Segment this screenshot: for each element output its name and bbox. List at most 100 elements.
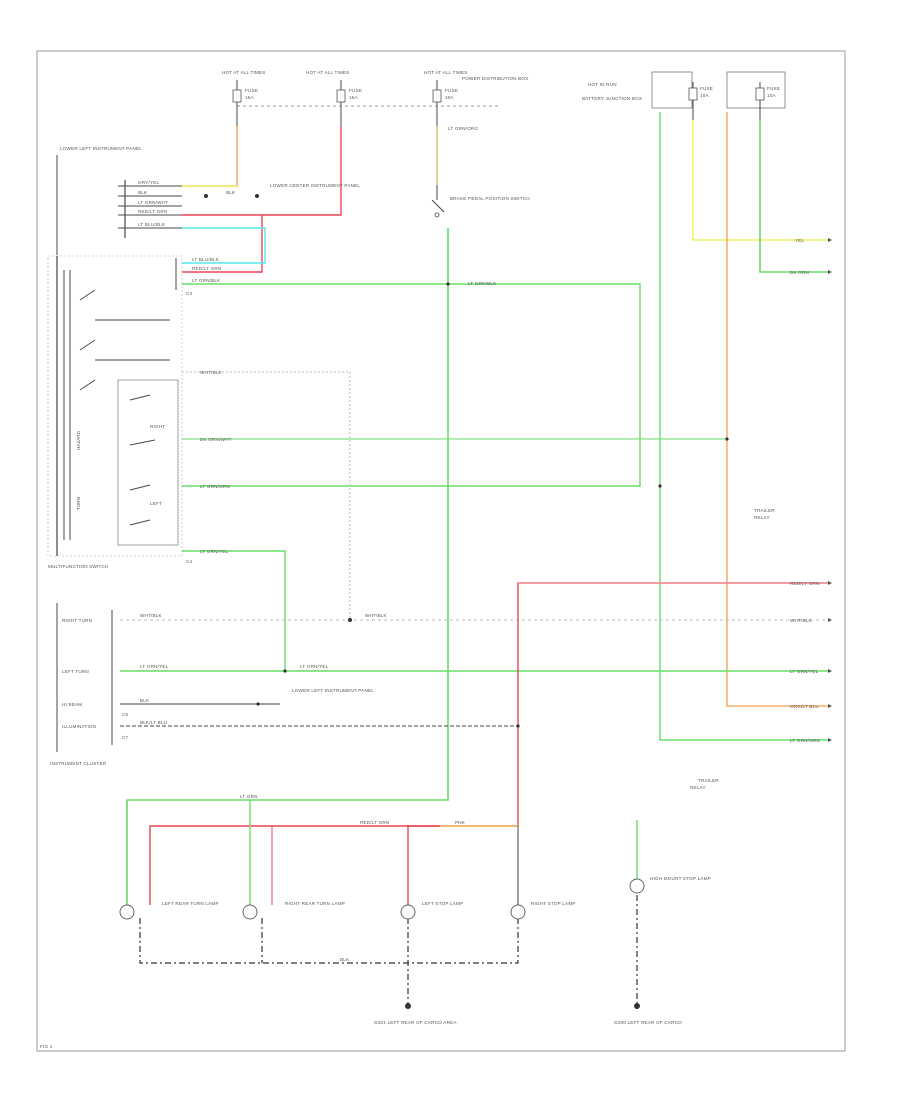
- wire-label: WHT/BLK: [790, 618, 813, 623]
- wire-orange: [182, 126, 238, 187]
- wire-label: LT BLU/BLK: [138, 222, 166, 227]
- fuse-group-right: FUSE 10A FUSE 10A HOT IN RUN BATTERY JUN…: [582, 71, 786, 120]
- wire-label: LT GRN/YEL: [300, 664, 329, 669]
- wire-label: LT GRN/BLK: [468, 281, 497, 286]
- junction: [348, 618, 352, 622]
- junction: [283, 669, 287, 673]
- splice-top: BLK LOWER CENTER INSTRUMENT PANEL: [204, 183, 360, 198]
- wire-label: DK GRN: [790, 270, 809, 275]
- high-mount-stop-label: HIGH MOUNT STOP LAMP: [650, 876, 711, 881]
- wire-label: WHT/BLK: [365, 613, 388, 618]
- wire-label: DK GRN/WHT: [200, 437, 232, 442]
- junction: [725, 437, 729, 441]
- hot-in-run-label: HOT IN RUN: [588, 82, 617, 87]
- wire-label: PNK: [455, 820, 466, 825]
- right-stop-lamp-label: RIGHT STOP LAMP: [531, 901, 576, 906]
- wire-red-left-stop: [407, 825, 518, 905]
- wire-label: RED/LT GRN: [790, 581, 819, 586]
- fuse-icon: [688, 87, 698, 101]
- relay-label: RELAY: [754, 515, 770, 520]
- hazard-label: HAZARD: [76, 430, 81, 450]
- fuse-label: FUSE: [767, 86, 780, 91]
- right-outputs: YEL DK GRN RED/LT GRN WHT/BLK LT GRN/YEL…: [690, 238, 832, 790]
- fuse-amp: 15A: [349, 95, 359, 100]
- lamp-icon: [510, 904, 526, 920]
- wire-label: LT GRN/YEL: [200, 549, 229, 554]
- wire-green-right: [659, 112, 828, 741]
- wire-label: ORG/LT BLU: [790, 704, 819, 709]
- wire-label: BLK: [140, 698, 150, 703]
- fuse-amp: 10A: [767, 93, 777, 98]
- wire-label: BLK: [226, 190, 236, 195]
- wire-red: [182, 215, 263, 273]
- instrument-cluster: RIGHT TURN LEFT TURN HI BEAM ILLUMINATIO…: [50, 603, 388, 766]
- power-dist-label: POWER DISTRIBUTION BOX: [462, 76, 528, 81]
- connector-label: C3: [186, 291, 193, 296]
- fuse-amp: 10A: [700, 93, 710, 98]
- fuse-icon: [336, 89, 346, 103]
- wire-red: [182, 126, 342, 216]
- rr-turn-lamp-label: RIGHT REAR TURN LAMP: [285, 901, 345, 906]
- wire-lt-green: [182, 283, 641, 487]
- wire-label: WHT/BLK: [140, 613, 163, 618]
- trailer-label: TRAILER: [754, 508, 775, 513]
- wire-label: BLK: [138, 190, 148, 195]
- fuse-top-label-2: HOT AT ALL TIMES: [306, 70, 350, 75]
- left-turn-label: LEFT TURN: [62, 669, 89, 674]
- fuse-label: FUSE: [349, 88, 362, 93]
- ground-right-label: G200 LEFT REAR OF CARGO: [614, 1020, 682, 1025]
- multifunction-switch: RIGHT LEFT HAZARD TURN MULTIFUNCTION SWI…: [47, 255, 232, 569]
- ground-icon: [634, 1003, 640, 1009]
- wire-yellow-right: [692, 120, 828, 241]
- wire-label: LT GRN/WHT: [138, 200, 168, 205]
- brake-switch: BRAKE PEDAL POSITION SWITCH LT GRN/ORG L…: [448, 126, 530, 286]
- lamp-icon: [629, 878, 645, 894]
- lamp-icon: [242, 904, 258, 920]
- fuse-label: FUSE: [245, 88, 258, 93]
- junction: [658, 484, 662, 488]
- fuse-top-label-3: HOT AT ALL TIMES: [424, 70, 468, 75]
- wire-label: WHT/BLK: [200, 370, 223, 375]
- wire-green-right-2: [759, 120, 828, 273]
- page-ref-label: FIG 1: [40, 1044, 53, 1049]
- wire-label: LT GRN/ORG: [200, 484, 230, 489]
- lower-center-label: LOWER CENTER INSTRUMENT PANEL: [270, 183, 360, 188]
- fuse-group-top: HOT AT ALL TIMES HOT AT ALL TIMES HOT AT…: [222, 70, 528, 126]
- wire-label: YEL: [795, 238, 805, 243]
- wire-label: LT GRN: [240, 794, 258, 799]
- wire-label: LT GRN/YEL: [140, 664, 169, 669]
- right-turn-label: RIGHT TURN: [62, 618, 92, 623]
- trailer-label-2: TRAILER: [698, 778, 719, 783]
- wire-label: BLK: [340, 957, 350, 962]
- lower-left-panel-label: LOWER LEFT INSTRUMENT PANEL: [60, 146, 142, 151]
- grounds: G201 LEFT REAR OF CARGO AREA G200 LEFT R…: [40, 1003, 682, 1049]
- connector-c2: GRY/YEL BLK LT GRN/WHT RED/LT GRN LT BLU…: [56, 146, 182, 255]
- wire-label: GRY/YEL: [138, 180, 159, 185]
- wire-orange-right: [726, 112, 828, 707]
- left-stop-lamp-label: LEFT STOP LAMP: [422, 901, 463, 906]
- wire-label: LT BLU/BLK: [192, 257, 220, 262]
- ground-bus: [139, 918, 519, 964]
- connector-label: C4: [186, 559, 193, 564]
- wire-cyan: [182, 227, 266, 264]
- fuse-label: FUSE: [445, 88, 458, 93]
- hi-beam-label: HI BEAM: [62, 702, 82, 707]
- connector-label: C5: [122, 712, 129, 717]
- ground-icon: [405, 1003, 411, 1009]
- wire-label: BLK/LT BLU: [140, 720, 167, 725]
- left-label: LEFT: [150, 501, 162, 506]
- wire-label: RED/LT GRN: [360, 820, 389, 825]
- wire-label: LT GRN/ORG: [448, 126, 478, 131]
- lamp-icon: [119, 904, 135, 920]
- fuse-icon: [755, 87, 765, 101]
- illumination-label: ILLUMINATION: [62, 724, 96, 729]
- wire-gray: [182, 371, 351, 620]
- fuse-amp: 20A: [445, 95, 455, 100]
- rear-lamps: LEFT REAR TURN LAMP RIGHT REAR TURN LAMP…: [119, 794, 711, 962]
- junction: [446, 282, 450, 286]
- wire-label: LT GRN/ORG: [790, 738, 820, 743]
- diagram-border: [36, 50, 846, 1052]
- fuse-top-label-1: HOT AT ALL TIMES: [222, 70, 266, 75]
- lr-turn-lamp-label: LEFT REAR TURN LAMP: [162, 901, 219, 906]
